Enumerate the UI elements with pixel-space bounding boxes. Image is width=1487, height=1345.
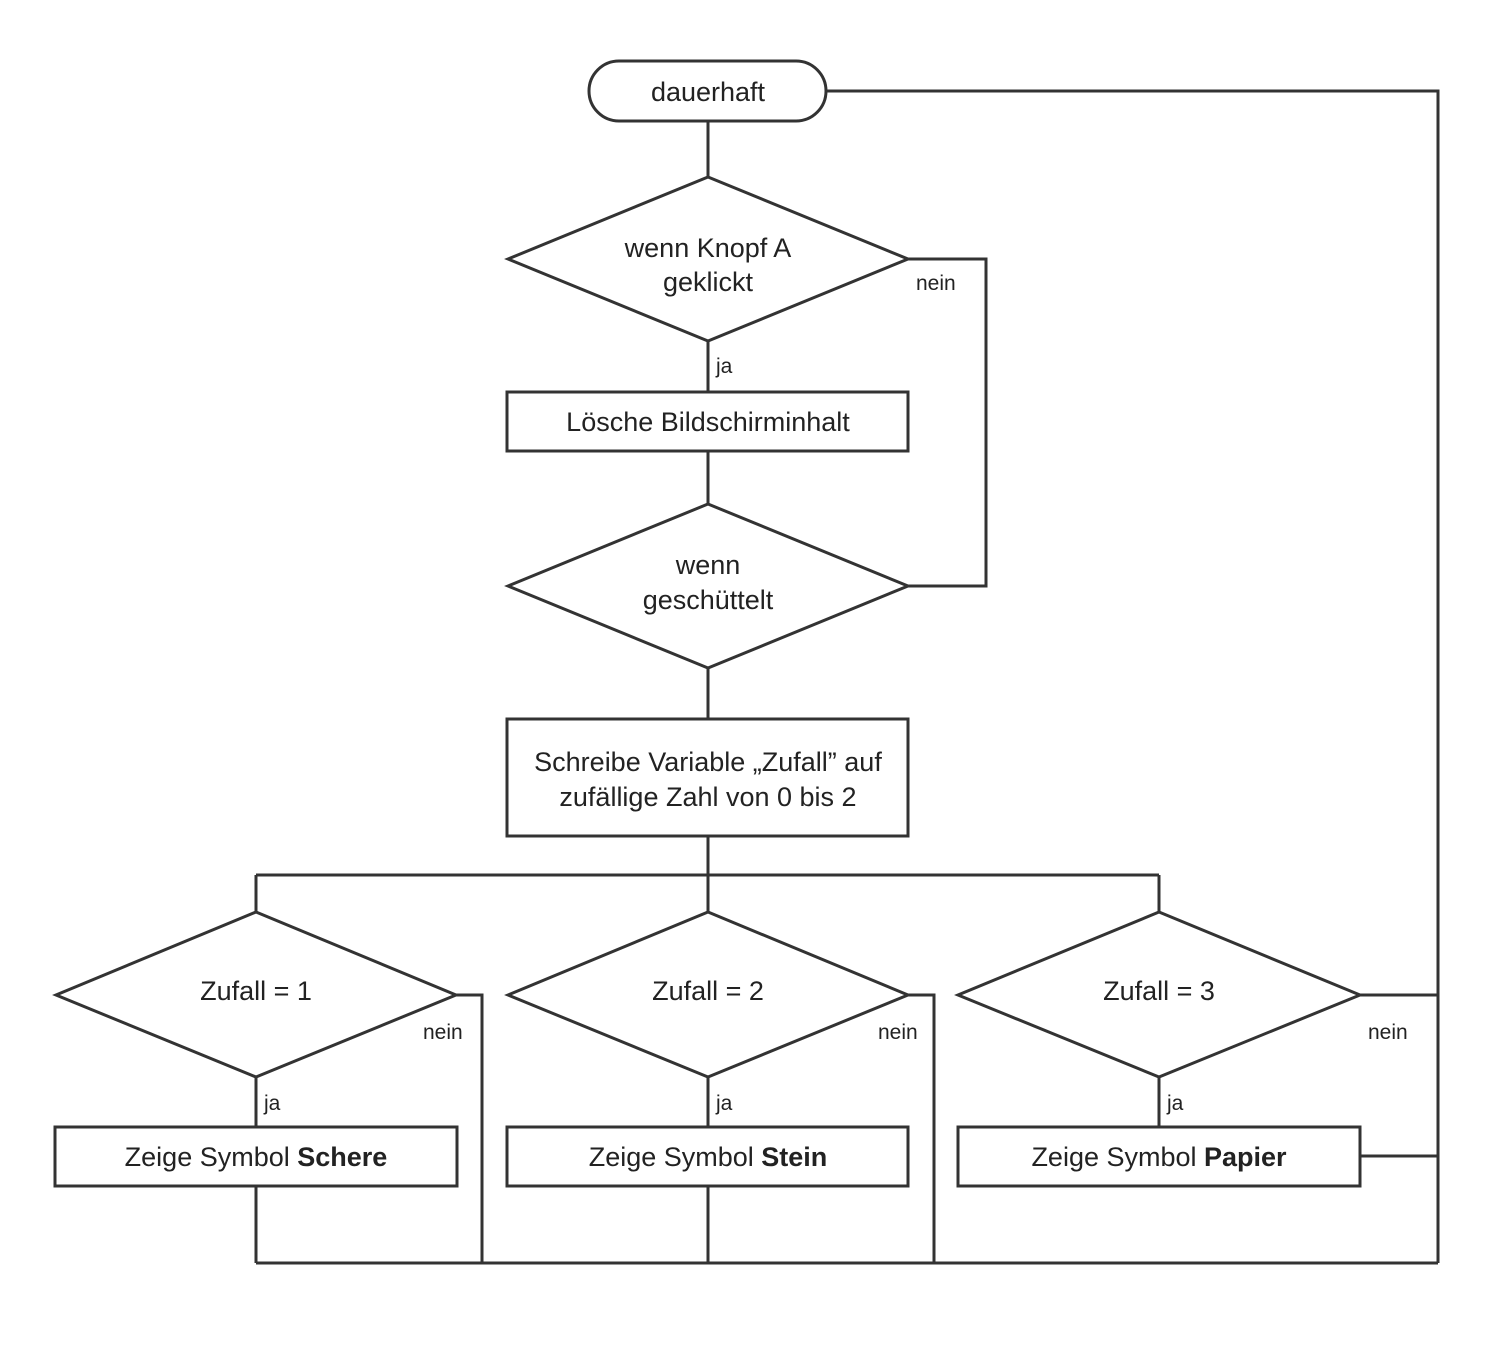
- decision-zufall-3-shape: [954, 910, 1364, 1079]
- label-d2-no: nein: [878, 1021, 918, 1044]
- process-show-scissors-symbol: Schere: [297, 1142, 387, 1172]
- start-terminator-shape: [587, 59, 828, 123]
- process-set-random-line2: zufällige Zahl von 0 bis 2: [559, 782, 856, 812]
- label-d3-yes: ja: [1166, 1092, 1184, 1115]
- decision-button-a-shape: [504, 175, 912, 343]
- decision-button-a-line2: geklickt: [663, 267, 754, 297]
- decision-zufall-3: Zufall = 3: [954, 910, 1364, 1079]
- start-terminator-label: dauerhaft: [651, 77, 766, 107]
- process-clear-screen-shape: [505, 390, 910, 453]
- process-set-random-line1: Schreibe Variable „Zufall” auf: [534, 747, 882, 777]
- start-terminator: dauerhaft: [587, 59, 828, 123]
- label-button-no: nein: [916, 272, 956, 295]
- connectors: [254, 89, 1440, 1265]
- label-d3-no: nein: [1368, 1021, 1408, 1044]
- process-show-paper-shape: [956, 1125, 1362, 1188]
- decision-zufall-1-label: Zufall = 1: [200, 976, 312, 1006]
- decision-button-a-line1: wenn Knopf A: [624, 233, 792, 263]
- decision-zufall-3-label: Zufall = 3: [1103, 976, 1215, 1006]
- process-show-paper-label: Zeige Symbol Papier: [1031, 1142, 1287, 1172]
- label-button-yes: ja: [715, 355, 733, 378]
- decision-shaken-shape: [504, 502, 912, 670]
- process-clear-screen-label: Lösche Bildschirminhalt: [566, 407, 850, 437]
- connector-d2-no: [908, 993, 936, 1263]
- process-show-stone-shape: [505, 1125, 910, 1188]
- process-show-scissors: Zeige Symbol Schere: [53, 1125, 459, 1188]
- decision-zufall-2-shape: [504, 910, 912, 1079]
- decision-zufall-2: Zufall = 2: [504, 910, 912, 1079]
- label-d2-yes: ja: [715, 1092, 733, 1115]
- connector-loop-back: [826, 89, 1440, 1263]
- decision-zufall-2-label: Zufall = 2: [652, 976, 764, 1006]
- decision-zufall-1: Zufall = 1: [52, 910, 460, 1079]
- process-clear-screen: Lösche Bildschirminhalt: [505, 390, 910, 453]
- label-d1-yes: ja: [263, 1092, 281, 1115]
- process-show-scissors-label: Zeige Symbol Schere: [125, 1142, 388, 1172]
- label-d1-no: nein: [423, 1021, 463, 1044]
- connector-d1-no: [456, 993, 484, 1263]
- decision-shaken: wenn geschüttelt: [504, 502, 912, 670]
- process-show-scissors-shape: [53, 1125, 459, 1188]
- process-show-paper-symbol: Papier: [1204, 1142, 1287, 1172]
- process-show-stone: Zeige Symbol Stein: [505, 1125, 910, 1188]
- decision-button-a: wenn Knopf A geklickt: [504, 175, 912, 343]
- decision-shaken-line1: wenn: [675, 550, 741, 580]
- process-show-paper: Zeige Symbol Papier: [956, 1125, 1362, 1188]
- process-set-random: Schreibe Variable „Zufall” auf zufällige…: [505, 717, 910, 838]
- process-show-stone-label: Zeige Symbol Stein: [589, 1142, 828, 1172]
- process-show-stone-prefix: Zeige Symbol: [589, 1142, 762, 1172]
- decision-shaken-line2: geschüttelt: [643, 585, 774, 615]
- process-show-stone-symbol: Stein: [761, 1142, 827, 1172]
- process-show-paper-prefix: Zeige Symbol: [1031, 1142, 1204, 1172]
- process-set-random-shape: [505, 717, 910, 838]
- connector-button-no-loop: [908, 257, 988, 588]
- process-show-scissors-prefix: Zeige Symbol: [125, 1142, 298, 1172]
- decision-zufall-1-shape: [52, 910, 460, 1079]
